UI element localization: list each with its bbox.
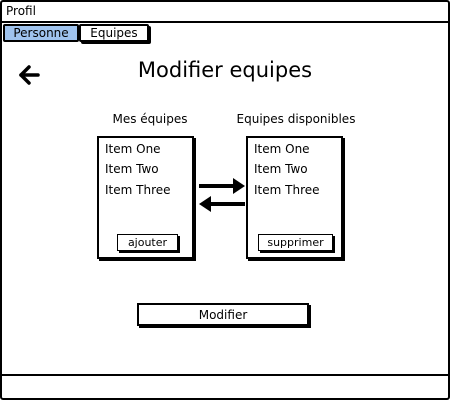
tab-label: Personne [13, 26, 69, 40]
available-teams-label: Equipes disponibles [236, 112, 356, 126]
available-teams-list[interactable]: Item One Item Two Item Three supprimer [246, 136, 343, 259]
list-item[interactable]: Item Two [254, 162, 308, 176]
title-bar: Profil [2, 2, 448, 23]
swap-arrows-icon [199, 178, 245, 212]
list-item[interactable]: Item One [105, 142, 161, 156]
my-teams-list[interactable]: Item One Item Two Item Three ajouter [97, 136, 194, 259]
status-bar-divider [2, 374, 448, 376]
arrow-left-icon[interactable] [16, 62, 42, 88]
tab-label: Equipes [90, 26, 138, 40]
my-teams-label: Mes équipes [112, 112, 188, 126]
tab-personne[interactable]: Personne [3, 24, 79, 42]
list-item[interactable]: Item One [254, 142, 310, 156]
list-item[interactable]: Item Three [254, 183, 320, 197]
page-title: Modifier equipes [137, 58, 313, 82]
list-item[interactable]: Item Two [105, 162, 159, 176]
remove-button[interactable]: supprimer [258, 234, 333, 251]
list-item[interactable]: Item Three [105, 183, 171, 197]
modify-button[interactable]: Modifier [137, 303, 309, 326]
add-button[interactable]: ajouter [117, 234, 178, 251]
tab-equipes[interactable]: Equipes [79, 24, 149, 42]
window-title: Profil [6, 4, 36, 18]
